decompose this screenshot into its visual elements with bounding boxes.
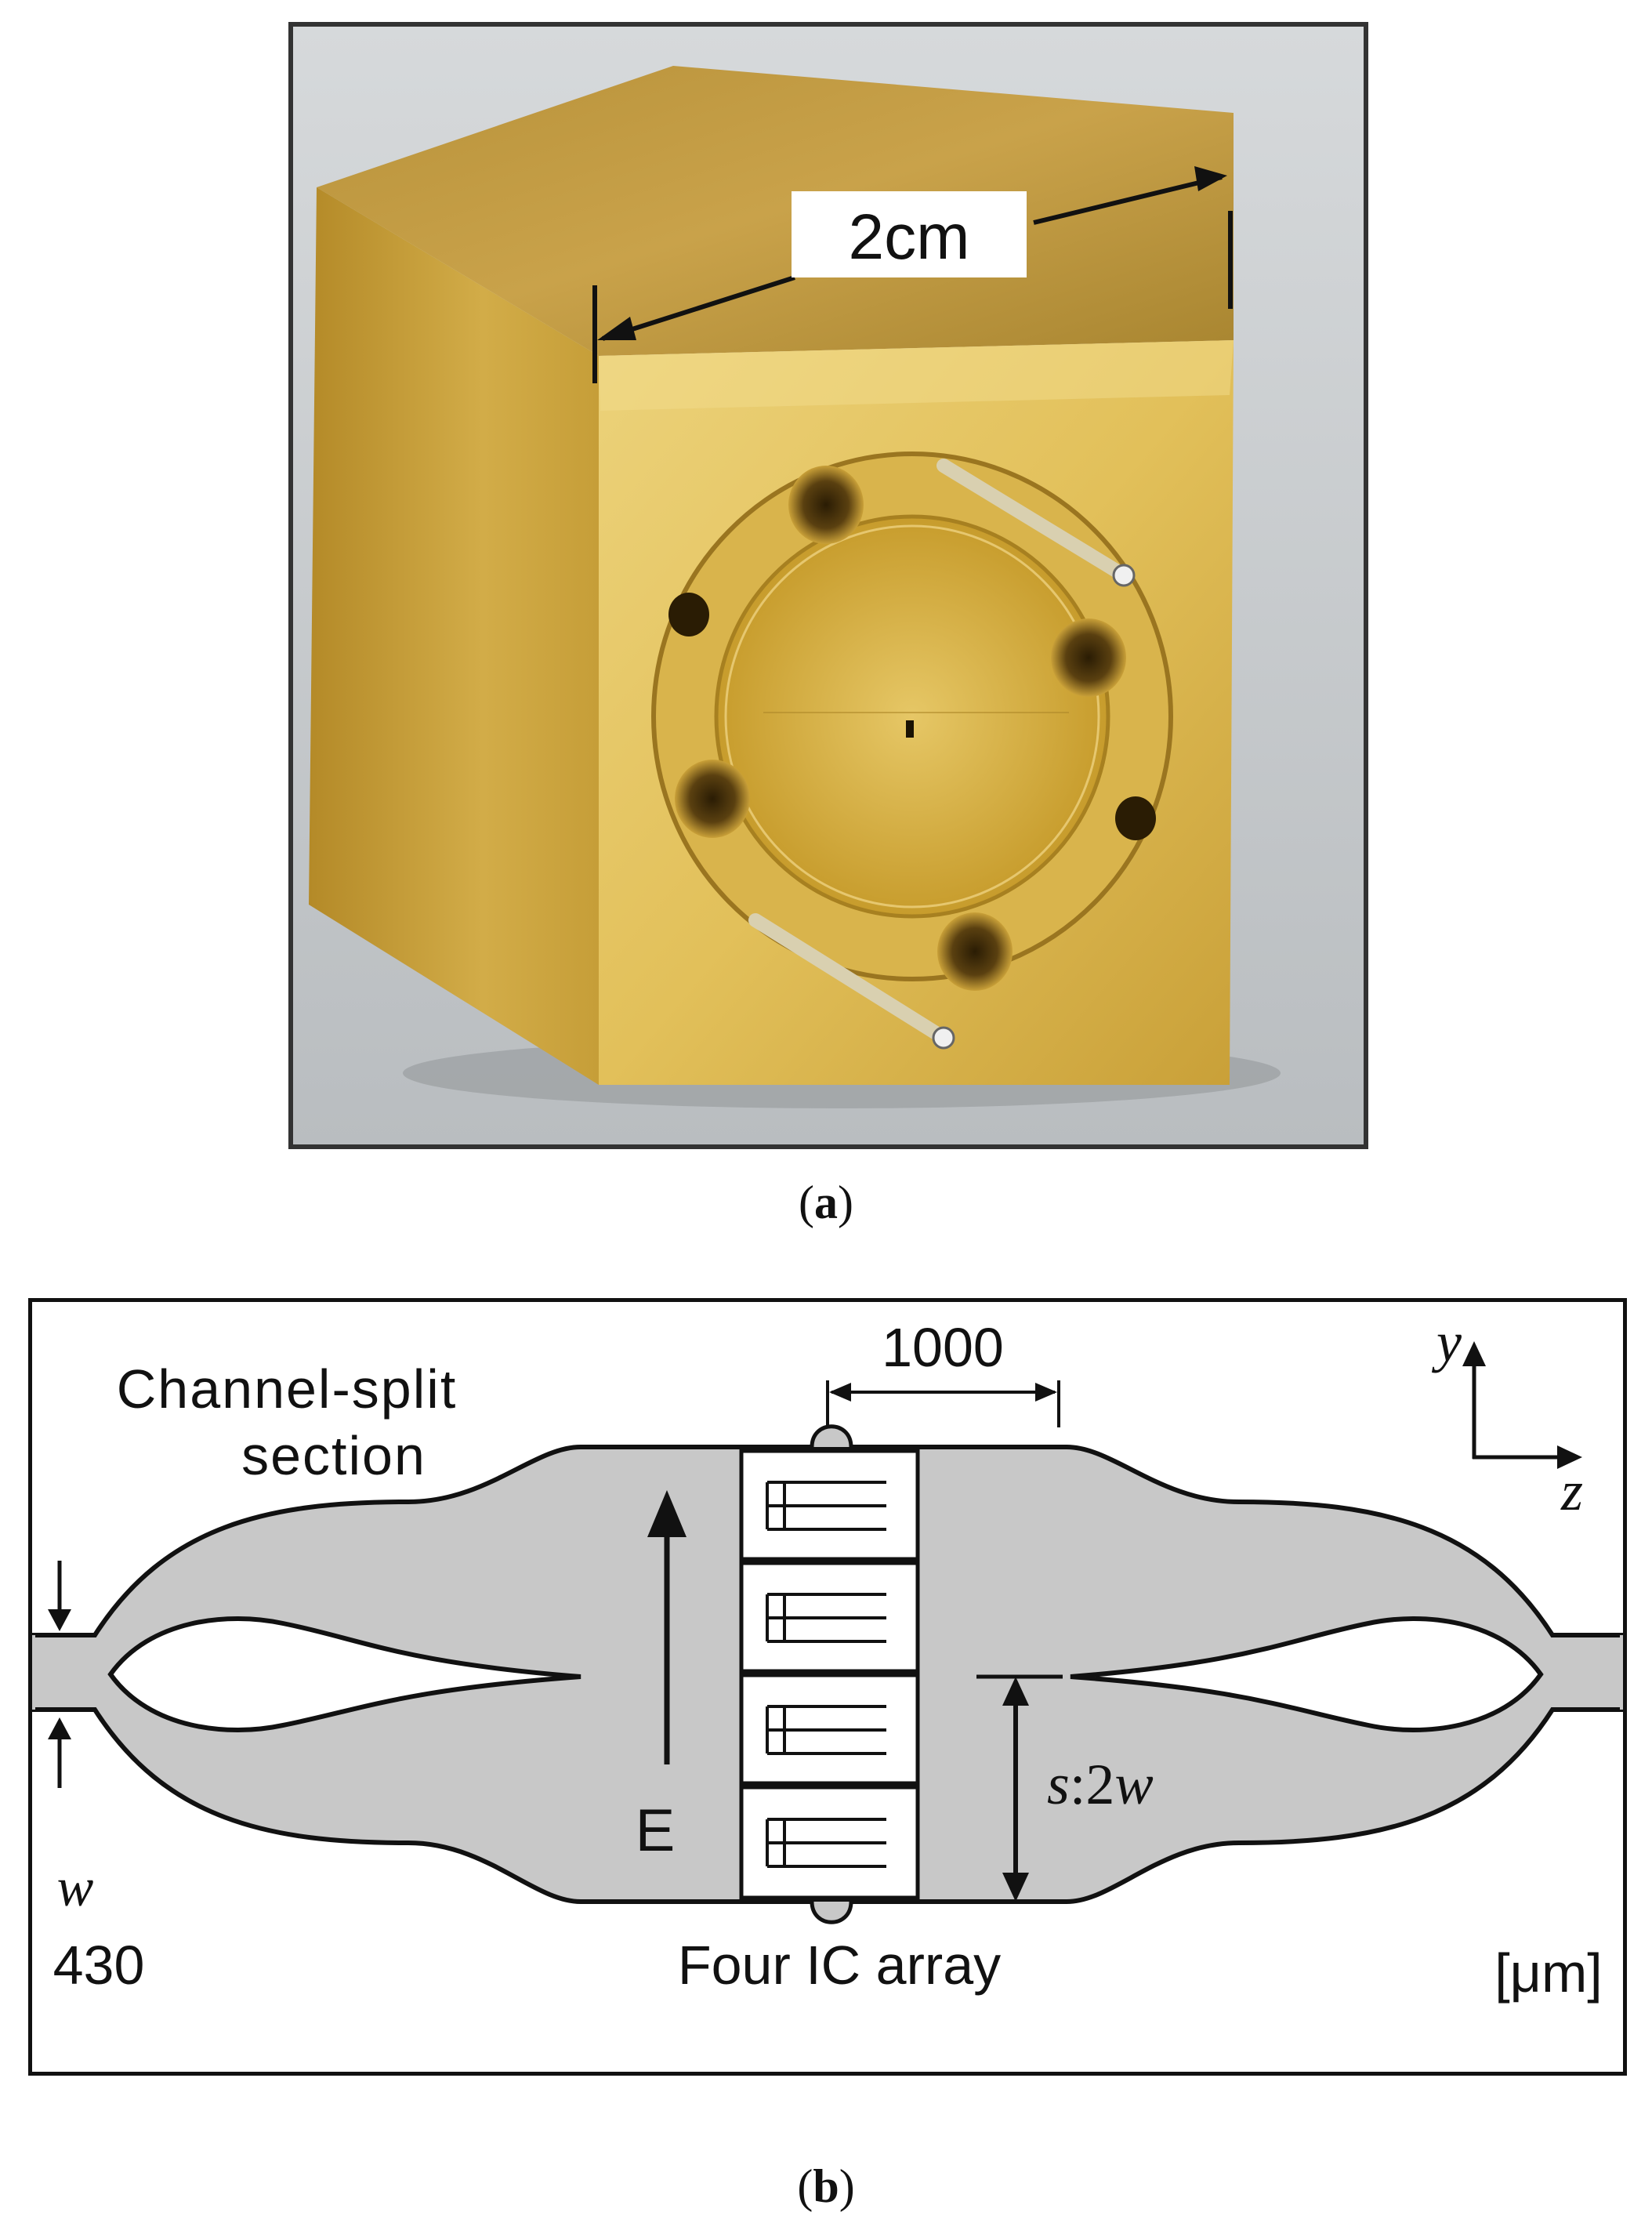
caption-b: (b) xyxy=(797,2160,855,2212)
spacing-dimension xyxy=(826,1380,1060,1427)
caption-a: (a) xyxy=(799,1177,853,1228)
field-label: E xyxy=(636,1797,676,1864)
screw-hole xyxy=(937,912,1013,991)
separation-dimension xyxy=(976,1674,1063,1902)
cube-top-face xyxy=(317,66,1234,356)
axes-indicator xyxy=(1462,1341,1582,1469)
axis-y-label: y xyxy=(1431,1311,1462,1373)
screw-hole xyxy=(675,760,750,838)
dimension-label-box xyxy=(792,191,1027,277)
channel-split-label-line1: Channel-split xyxy=(117,1358,458,1420)
cube-left-face xyxy=(309,187,599,1085)
width-value: 430 xyxy=(53,1935,145,1996)
e-field-arrow xyxy=(647,1490,687,1764)
ic-cell xyxy=(739,1561,920,1674)
photo-panel: 2cm xyxy=(288,22,1368,1149)
dimension-label: 2cm xyxy=(849,201,970,273)
array-label: Four IC array xyxy=(678,1935,1001,1996)
waveguide-aperture xyxy=(906,720,914,738)
channel-split-label-line2: section xyxy=(241,1425,426,1486)
ic-cell xyxy=(739,1449,920,1561)
ic-cell xyxy=(739,1785,920,1900)
ic-cell xyxy=(739,1673,920,1786)
right-septum-slot xyxy=(1070,1616,1544,1732)
waveguide-schematic: E 1000 Channel-split section y z xyxy=(29,1311,1626,2004)
left-septum-slot xyxy=(107,1616,581,1732)
flange xyxy=(651,452,1173,1050)
brass-cube-photo: 2cm xyxy=(293,27,1364,1144)
screw-hole xyxy=(1051,618,1126,697)
axis-z-label: z xyxy=(1560,1460,1583,1522)
separation-label: s:2w xyxy=(1047,1753,1154,1817)
pin-hole xyxy=(668,593,709,636)
units-label: [μm] xyxy=(1494,1942,1603,2004)
dimension-marker xyxy=(592,166,1233,383)
pin-hole xyxy=(1115,796,1156,840)
width-variable: w xyxy=(57,1858,94,1918)
spacing-value: 1000 xyxy=(882,1317,1004,1378)
screw-hole xyxy=(788,466,864,544)
schematic-panel: E 1000 Channel-split section y z xyxy=(28,1298,1627,2076)
width-markers xyxy=(48,1561,71,1788)
ic-array xyxy=(739,1449,920,1900)
